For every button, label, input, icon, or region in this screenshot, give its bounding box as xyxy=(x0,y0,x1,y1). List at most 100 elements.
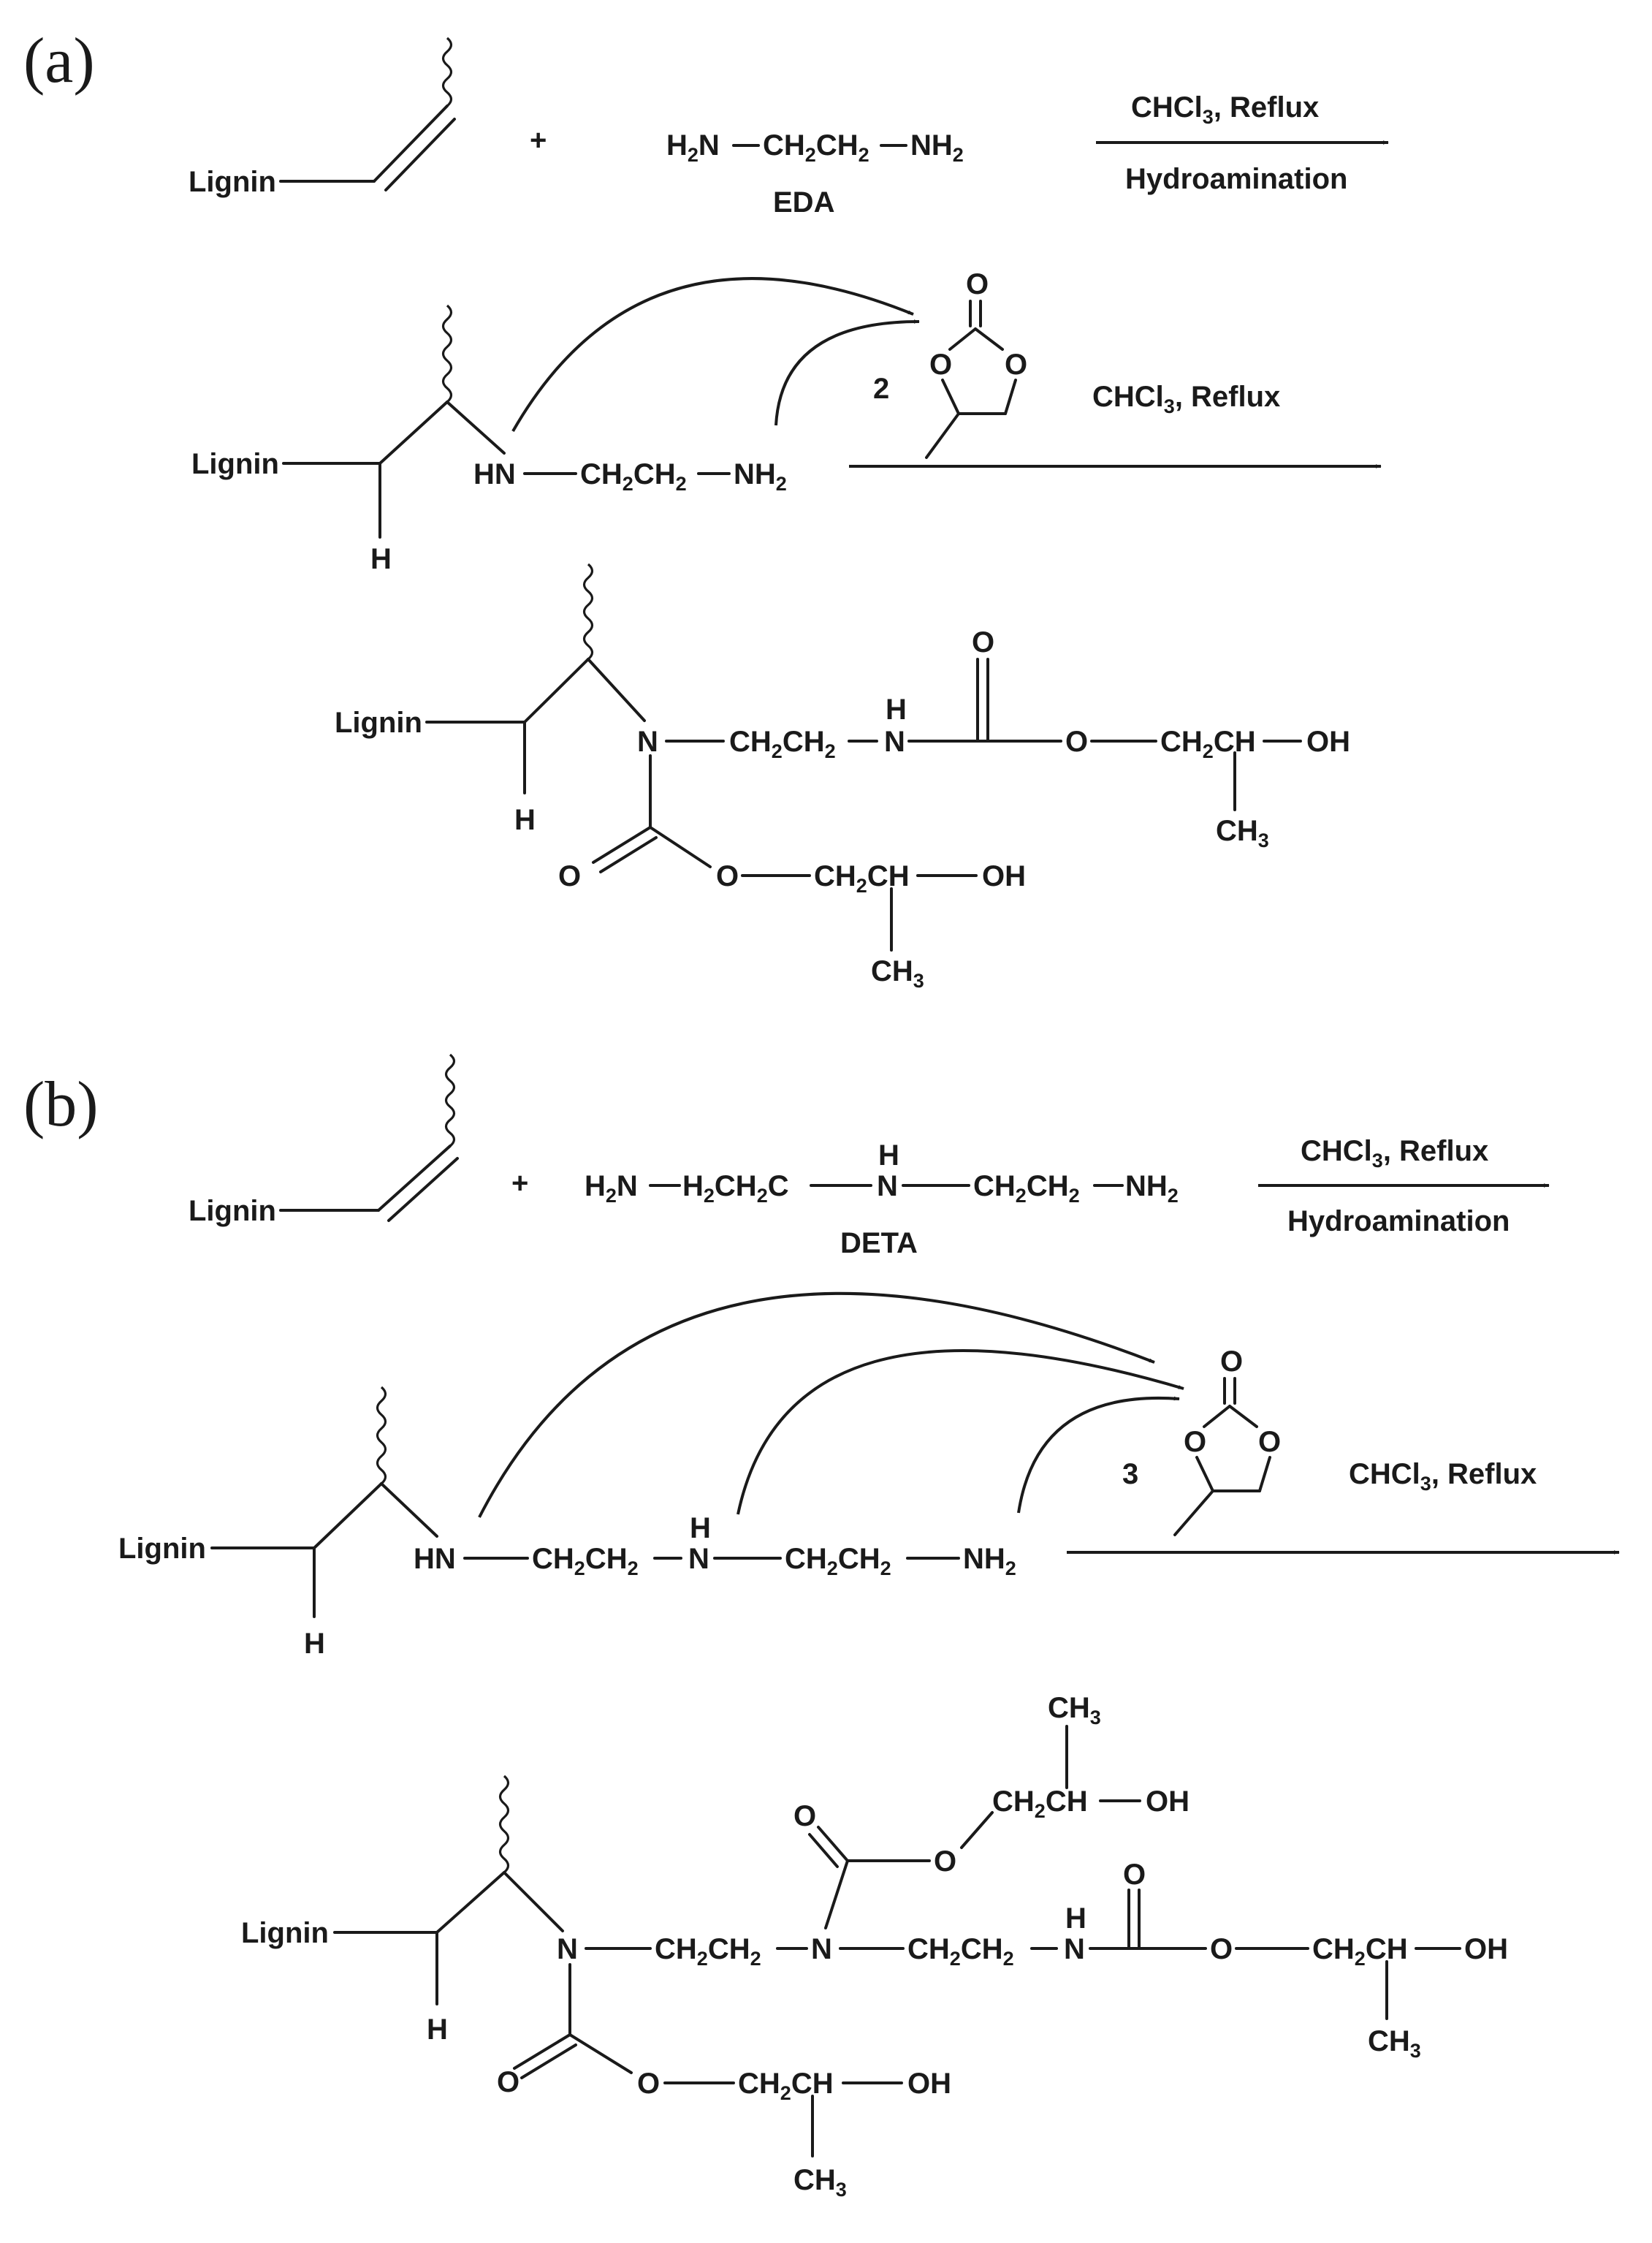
o-atom: O xyxy=(558,860,581,892)
product-a: Lignin H N CH2CH2 H N O O CH2CH OH CH3 O… xyxy=(335,563,1350,992)
hn-group: HN xyxy=(473,458,516,490)
h-atom: H xyxy=(304,1628,325,1660)
equivalents-2: 2 xyxy=(873,373,889,405)
svg-text:H2N: H2N xyxy=(585,1170,638,1207)
svg-text:CH2CH: CH2CH xyxy=(1312,1933,1408,1970)
svg-text:CHCl3, Reflux: CHCl3, Reflux xyxy=(1301,1135,1488,1172)
eda-molecule: H2N CH2CH2 NH2 EDA xyxy=(666,129,964,219)
lignin-label: Lignin xyxy=(189,1195,276,1227)
ring-o: O xyxy=(1184,1426,1206,1458)
lignin-label: Lignin xyxy=(118,1533,206,1565)
ring-o: O xyxy=(1005,349,1027,381)
propylene-carbonate: O O O 3 xyxy=(1122,1346,1281,1536)
svg-text:CH2CH2: CH2CH2 xyxy=(973,1170,1080,1207)
eda-label: EDA xyxy=(773,186,834,219)
panel-label-a: (a) xyxy=(23,26,95,96)
attack-arrow xyxy=(774,319,920,426)
lignin-label: Lignin xyxy=(335,707,422,739)
lignin-label: Lignin xyxy=(191,448,279,480)
h-atom: H xyxy=(427,2014,448,2046)
svg-text:CH3: CH3 xyxy=(871,955,924,992)
o-atom: O xyxy=(1123,1859,1146,1891)
carbonyl-o: O xyxy=(1220,1346,1243,1378)
plus-sign: + xyxy=(511,1167,528,1199)
ch2ch2-group: CH2CH2 xyxy=(763,129,869,166)
conditions-b1: CHCl3, Reflux Hydroamination xyxy=(1258,1135,1550,1237)
svg-text:CH2CH: CH2CH xyxy=(738,2068,834,2104)
o-atom: O xyxy=(637,2068,660,2100)
h-atom: H xyxy=(878,1139,899,1172)
attack-arrow xyxy=(736,1349,1184,1515)
lignin-label: Lignin xyxy=(241,1917,329,1949)
svg-text:CH3: CH3 xyxy=(793,2164,847,2201)
conditions-a1: CHCl3, Reflux Hydroamination xyxy=(1096,91,1389,195)
o-atom: O xyxy=(934,1845,956,1878)
equivalents-3: 3 xyxy=(1122,1458,1138,1490)
conditions-b2: CHCl3, Reflux xyxy=(1067,1458,1620,1555)
svg-text:CHCl3, Reflux: CHCl3, Reflux xyxy=(1131,91,1319,128)
svg-text:CH2CH: CH2CH xyxy=(814,860,910,897)
n-atom: N xyxy=(637,726,658,758)
deta-label: DETA xyxy=(840,1227,918,1259)
product-b: Lignin H N CH2CH2 N CH2CH2 H N O O CH2CH… xyxy=(241,1692,1508,2201)
svg-text:CH3: CH3 xyxy=(1216,815,1269,851)
nh2-group: NH2 xyxy=(910,129,964,166)
o-atom: O xyxy=(497,2066,519,2098)
plus-sign: + xyxy=(530,124,547,156)
n-atom: N xyxy=(884,726,905,758)
lignin-amine-a: Lignin H HN CH2CH2 NH2 xyxy=(191,304,787,575)
o-atom: O xyxy=(1210,1933,1233,1965)
ring-o: O xyxy=(929,349,952,381)
hydroamination-label: Hydroamination xyxy=(1125,163,1347,195)
n-atom: N xyxy=(688,1543,709,1575)
svg-text:CHCl3, Reflux: CHCl3, Reflux xyxy=(1349,1458,1537,1495)
h-atom: H xyxy=(690,1512,711,1544)
svg-text:H2CH2C: H2CH2C xyxy=(682,1170,789,1207)
lignin-label: Lignin xyxy=(189,166,276,198)
h-atom: H xyxy=(370,543,392,575)
svg-text:CH2CH: CH2CH xyxy=(992,1785,1088,1822)
svg-text:NH2: NH2 xyxy=(1125,1170,1179,1207)
svg-text:CH2CH2: CH2CH2 xyxy=(655,1933,761,1970)
ring-o: O xyxy=(1258,1426,1281,1458)
svg-text:CH3: CH3 xyxy=(1048,1692,1101,1728)
svg-text:CH3: CH3 xyxy=(1368,2025,1421,2062)
svg-text:CHCl3, Reflux: CHCl3, Reflux xyxy=(1092,381,1280,417)
oh-group: OH xyxy=(982,860,1026,892)
oh-group: OH xyxy=(1306,726,1350,758)
propylene-carbonate: O O O 2 xyxy=(873,268,1027,459)
n-atom: N xyxy=(811,1933,832,1965)
lignin-alkene-a: Lignin xyxy=(189,37,456,198)
oh-group: OH xyxy=(907,2068,951,2100)
h-atom: H xyxy=(514,804,536,836)
n-atom: N xyxy=(557,1933,578,1965)
o-atom: O xyxy=(716,860,739,892)
svg-text:CH2CH2: CH2CH2 xyxy=(580,458,687,495)
svg-text:CH2CH2: CH2CH2 xyxy=(532,1543,639,1579)
carbonyl-o: O xyxy=(966,268,989,300)
svg-text:CH2CH2: CH2CH2 xyxy=(907,1933,1014,1970)
panel-label-b: (b) xyxy=(23,1069,99,1140)
deta-molecule: H2N H2CH2C H N CH2CH2 NH2 DETA xyxy=(585,1139,1179,1259)
h-atom: H xyxy=(1065,1902,1086,1935)
o-atom: O xyxy=(793,1800,816,1832)
svg-text:NH2: NH2 xyxy=(963,1543,1016,1579)
o-atom: O xyxy=(972,626,994,659)
attack-arrow xyxy=(511,277,914,432)
hydroamination-label: Hydroamination xyxy=(1287,1205,1510,1237)
h2n-group: H2N xyxy=(666,129,720,166)
lignin-amine-b: Lignin H HN CH2CH2 H N CH2CH2 NH2 xyxy=(118,1386,1016,1660)
o-atom: O xyxy=(1065,726,1088,758)
svg-text:CH2CH: CH2CH xyxy=(1160,726,1256,762)
svg-text:CH2CH2: CH2CH2 xyxy=(785,1543,891,1579)
attack-arrow xyxy=(1017,1396,1180,1514)
oh-group: OH xyxy=(1464,1933,1508,1965)
attack-arrow xyxy=(478,1291,1155,1518)
hn-group: HN xyxy=(414,1543,456,1575)
svg-text:NH2: NH2 xyxy=(734,458,787,495)
n-atom: N xyxy=(877,1170,898,1202)
n-atom: N xyxy=(1064,1933,1085,1965)
lignin-alkene-b: Lignin xyxy=(189,1053,459,1227)
oh-group: OH xyxy=(1146,1785,1189,1818)
